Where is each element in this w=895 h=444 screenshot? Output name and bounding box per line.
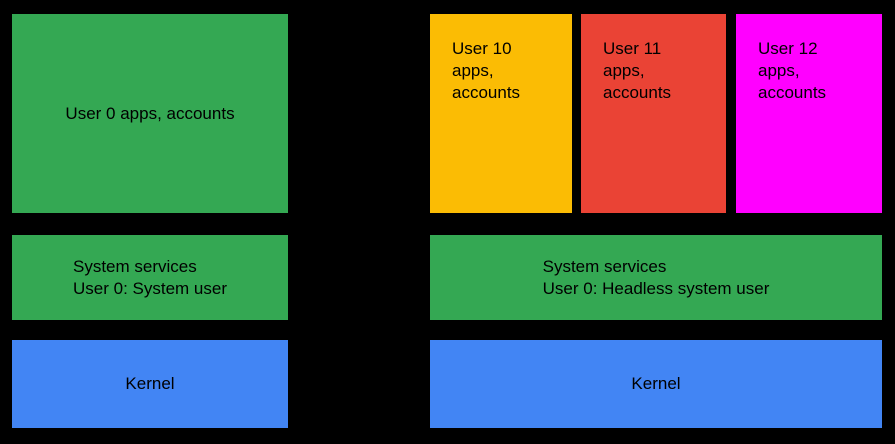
left-kernel-label: Kernel [125,374,175,393]
right-kernel-box: Kernel [430,340,882,428]
left-system-services-label: System services User 0: System user [73,256,227,298]
right-user12-apps-box: User 12 apps, accounts [736,14,882,213]
right-user11-apps-box: User 11 apps, accounts [581,14,726,213]
right-system-services-label: System services User 0: Headless system … [542,256,770,298]
right-user10-apps-box: User 10 apps, accounts [430,14,572,213]
right-user12-apps-label: User 12 apps, accounts [758,39,827,102]
left-kernel-box: Kernel [12,340,288,428]
right-user11-apps-label: User 11 apps, accounts [603,39,672,102]
left-user0-apps-box: User 0 apps, accounts [12,14,288,213]
left-system-services-box: System services User 0: System user [12,235,288,320]
left-user0-apps-label: User 0 apps, accounts [65,103,235,123]
right-kernel-label: Kernel [631,374,681,393]
right-system-services-box: System services User 0: Headless system … [430,235,882,320]
right-user10-apps-label: User 10 apps, accounts [452,39,521,102]
